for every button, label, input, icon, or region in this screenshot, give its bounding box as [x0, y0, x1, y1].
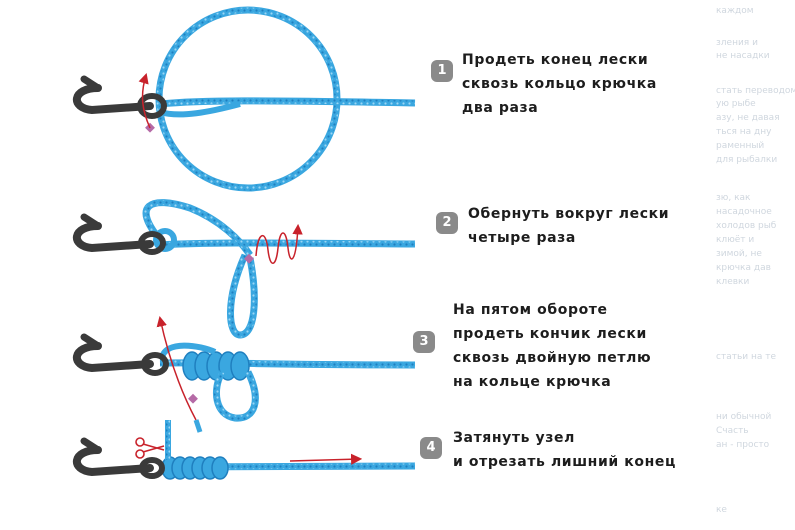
background-text-line: ую рыбе	[716, 99, 756, 109]
knot-coils	[182, 351, 250, 381]
tight-knot	[161, 456, 229, 480]
fish-hook-icon	[72, 333, 169, 376]
background-text-line: крючка дав	[716, 263, 771, 273]
step-4-instruction: Затянуть узел и отрезать лишний конец	[453, 430, 676, 470]
background-text-line: холодов рыб	[716, 221, 777, 231]
background-text-line: азу, не давая	[716, 113, 780, 123]
background-text-line: раменный	[716, 141, 765, 151]
direction-arrow-icon	[289, 453, 363, 465]
background-text-line: клюёт и	[716, 235, 755, 245]
direction-arrow-icon	[138, 72, 151, 129]
step-2-number-badge: 2	[436, 212, 458, 234]
background-text-line: зимой, не	[716, 249, 762, 259]
step-1-illustration	[72, 6, 416, 192]
step-1-instruction: Продеть конец лески сквозь кольцо крючка…	[462, 52, 657, 116]
fish-hook-icon	[72, 75, 167, 119]
background-text-line: зю, как	[716, 193, 751, 203]
background-text-line: клевки	[716, 277, 750, 287]
background-text-line: зления и	[716, 38, 758, 48]
step-3-instruction: На пятом обороте продеть кончик лески ск…	[453, 302, 652, 390]
background-text-line: статьи на те	[716, 352, 777, 362]
scissors-icon	[135, 437, 165, 459]
background-text-line: ке	[716, 505, 727, 515]
background-text-line: ни обычной	[716, 412, 772, 422]
background-text-line: не насадки	[716, 51, 770, 61]
background-text-line: ан - просто	[716, 440, 770, 450]
step-4-illustration	[72, 420, 416, 480]
step-1-number-badge: 1	[431, 60, 453, 82]
background-text-line: для рыбалки	[716, 155, 778, 165]
background-text-line: каждом	[716, 6, 754, 16]
direction-arrow-icon	[255, 223, 303, 264]
direction-arrow-icon	[156, 315, 197, 421]
step-3-illustration	[72, 315, 416, 433]
background-text-line: Счасть	[716, 426, 749, 436]
fish-hook-icon	[72, 213, 166, 255]
background-text-line: насадочное	[716, 207, 772, 217]
background-text-line: стать переводом	[716, 86, 795, 96]
step-2-illustration	[72, 199, 416, 339]
fish-hook-icon	[72, 437, 165, 479]
step-3-number-badge: 3	[413, 331, 435, 353]
step-2-instruction: Обернуть вокруг лески четыре раза	[468, 206, 670, 246]
step-4-number-badge: 4	[420, 437, 442, 459]
background-text-column: каждом зления и не насадки стать перевод…	[710, 0, 795, 530]
background-text-line: ться на дну	[716, 127, 772, 137]
